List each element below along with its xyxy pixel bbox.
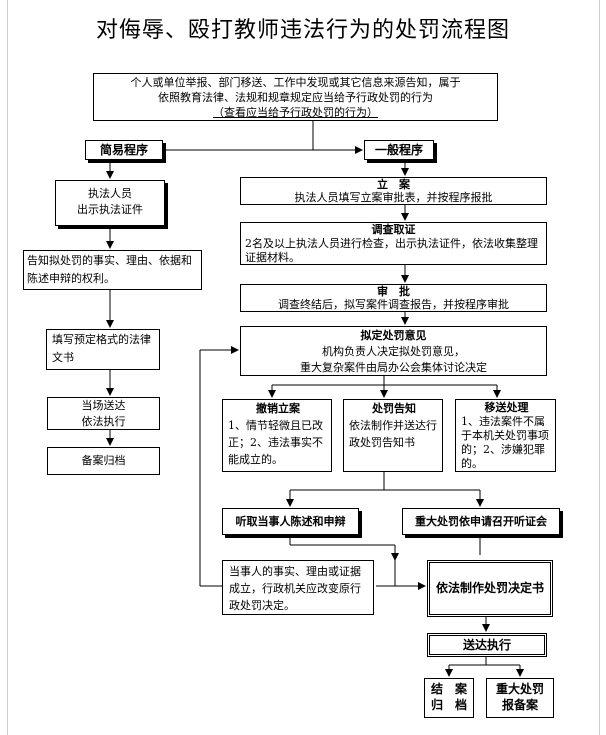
revoke-text: 1、情节轻微且已改正；2、违法事实不能成立的。	[228, 419, 323, 466]
simple-procedure-header: 简易程序	[85, 140, 163, 160]
close-archive-box: 结 案 归 档	[424, 678, 474, 718]
opinion-line-2: 重大复杂案件由局办公会集体讨论决定	[300, 361, 487, 374]
change-decision-box: 当事人的事实、理由或证据成立，行政机关应改变原行政处罚决定。	[222, 560, 374, 615]
deliver-line-1: 当场送达	[81, 399, 126, 412]
investigation-box: 调查取证 2名及以上执法人员进行检查，出示执法证件，依法收集整理证据材料。	[240, 222, 547, 265]
fill-document-box: 填写预定格式的法律文书	[46, 329, 160, 370]
review-box: 审 批 调查终结后，拟写案件调查报告，并按程序审批	[240, 284, 547, 312]
hear-statement-box: 听取当事人陈述和申辩	[222, 508, 359, 535]
general-procedure-header: 一般程序	[364, 140, 434, 160]
investigation-title: 调查取证	[371, 223, 416, 236]
revoke-title: 撤销立案	[256, 402, 300, 415]
record-line-2: 报备案	[501, 698, 538, 712]
show-id-box-simple: 执法人员 出示执法证件	[55, 180, 165, 226]
record-line-1: 重大处罚	[495, 682, 544, 696]
filing-text: 执法人员填写立案审批表，并按程序报批	[294, 191, 493, 204]
decision-document-box: 依法制作处罚决定书	[427, 560, 553, 617]
revoke-filing-box: 撤销立案 1、情节轻微且已改正；2、违法事实不能成立的。	[222, 399, 332, 472]
source-line-1: 个人或单位举报、部门移送、工作中发现或其它信息来源告知，属于	[130, 76, 461, 89]
investigation-text: 2名及以上执法人员进行检查，出示执法证件，依法收集整理证据材料。	[245, 237, 538, 264]
show-id-line-1: 执法人员	[88, 187, 132, 200]
opinion-title: 拟定处罚意见	[360, 329, 427, 342]
notice-title: 处罚告知	[372, 402, 416, 415]
filing-title: 立 案	[377, 178, 410, 191]
transfer-box: 移送处理 1、违法案件不属于本机关处罚事项的；2、涉嫌犯罪的。	[455, 399, 556, 472]
page-left-edge	[7, 0, 8, 735]
major-record-box: 重大处罚 报备案	[486, 678, 554, 718]
transfer-title: 移送处理	[484, 401, 529, 414]
serve-execute-box: 送达执行	[427, 633, 547, 657]
page-right-edge	[599, 0, 600, 735]
source-line-2: 依照教育法律、法规和规章规定应当给予行政处罚的行为	[158, 91, 433, 104]
penalty-notice-box: 处罚告知 依法制作并送达行政处罚告知书	[343, 399, 443, 472]
close-line-1: 结 案	[430, 682, 467, 696]
archive-box: 备案归档	[47, 447, 160, 475]
opinion-line-1: 机构负责人决定拟处罚意见，	[322, 345, 465, 358]
page-title: 对侮辱、殴打教师违法行为的处罚流程图	[95, 18, 510, 43]
notice-text: 依法制作并送达行政处罚告知书	[349, 419, 437, 449]
notify-rights-box: 告知拟处罚的事实、理由、依据和陈述申辩的权利。	[23, 250, 202, 290]
hearing-box: 重大处罚依申请召开听证会	[402, 508, 560, 535]
review-title: 审 批	[377, 285, 410, 298]
source-box: 个人或单位举报、部门移送、工作中发现或其它信息来源告知，属于 依照教育法律、法规…	[93, 73, 498, 121]
review-text: 调查终结后，拟写案件调查报告，并按程序审批	[278, 298, 509, 311]
penalty-opinion-box: 拟定处罚意见 机构负责人决定拟处罚意见， 重大复杂案件由局办公会集体讨论决定	[240, 326, 547, 376]
deliver-line-2: 依法执行	[81, 415, 126, 428]
close-line-2: 归 档	[430, 698, 467, 712]
deliver-execute-box: 当场送达 依法执行	[47, 397, 160, 430]
filing-box: 立 案 执法人员填写立案审批表，并按程序报批	[240, 177, 547, 205]
view-offenses-link[interactable]: （查看应当给予行政处罚的行为）	[213, 106, 378, 119]
show-id-line-2: 出示执法证件	[77, 203, 143, 216]
transfer-text: 1、违法案件不属于本机关处罚事项的；2、涉嫌犯罪的。	[461, 415, 549, 470]
